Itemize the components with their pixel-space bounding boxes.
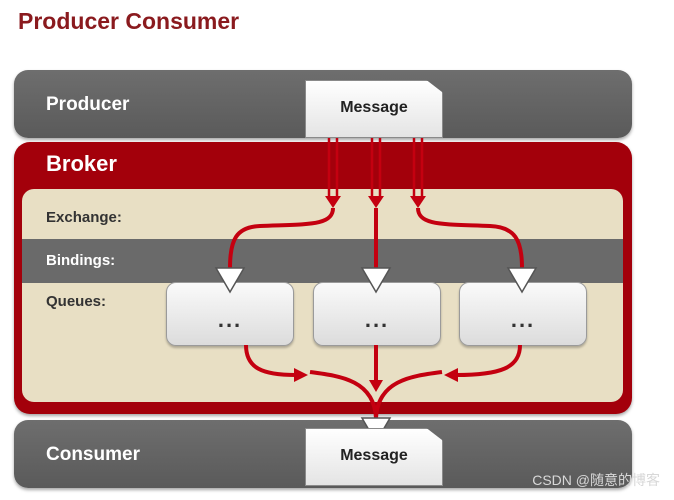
queue-box-1: ...	[166, 282, 294, 346]
queues-label: Queues:	[46, 293, 107, 310]
queue-text: ...	[217, 307, 243, 332]
exchange-arrowheads	[325, 196, 426, 208]
consumer-message-text: Message	[340, 447, 408, 464]
exchange-to-queue-paths	[228, 207, 524, 269]
bindings-label: Bindings:	[46, 252, 116, 269]
queue-entry-triangles	[214, 267, 538, 294]
diagram-title: Producer Consumer	[18, 8, 240, 34]
queue-box-2: ...	[313, 282, 441, 346]
queue-text: ...	[510, 307, 536, 332]
producer-message-card: Message	[305, 80, 443, 138]
watermark: CSDN @随意的博客	[532, 472, 660, 488]
queue-to-consumer-paths	[244, 344, 522, 419]
queue-box-3: ...	[459, 282, 587, 346]
merge-arrowheads	[294, 368, 458, 392]
exchange-label: Exchange:	[46, 209, 122, 226]
producer-to-exchange-lines	[327, 138, 424, 196]
consumer-message-card: Message	[305, 428, 443, 486]
producer-message-text: Message	[340, 99, 408, 116]
producer-label: Producer	[46, 94, 130, 115]
queue-text: ...	[364, 307, 390, 332]
consumer-label: Consumer	[46, 444, 140, 465]
broker-label: Broker	[46, 151, 117, 176]
